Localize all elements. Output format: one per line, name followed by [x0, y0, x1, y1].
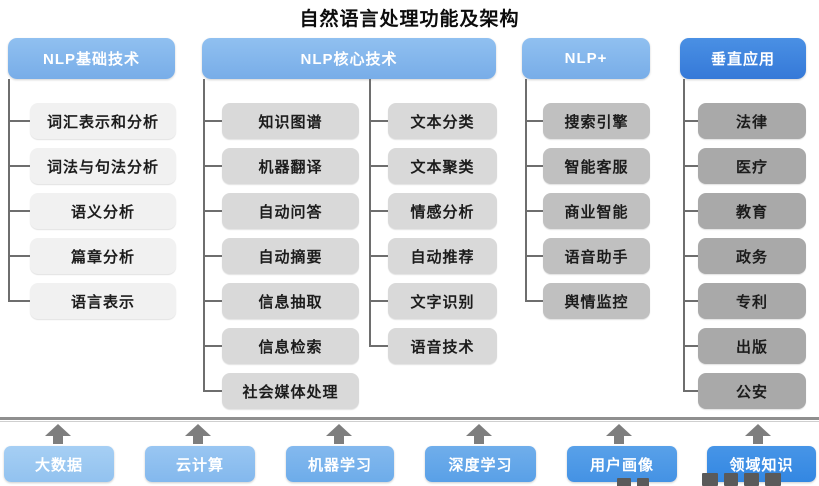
- diagram-node: 政务: [683, 238, 806, 274]
- up-arrow-icon: [744, 424, 772, 444]
- diagram-node: 文字识别: [369, 283, 497, 319]
- column-header-nlp-plus: NLP+: [522, 38, 650, 79]
- diagram-node: 信息检索: [203, 328, 359, 364]
- diagram-node: 机器翻译: [203, 148, 359, 184]
- connector-line-col4: [683, 79, 685, 391]
- diagram-node: 教育: [683, 193, 806, 229]
- column-nlp-core-left-nodes: 知识图谱机器翻译自动问答自动摘要信息抽取信息检索社会媒体处理: [203, 103, 359, 409]
- diagram-node: 搜索引擎: [525, 103, 650, 139]
- diagram-node: 医疗: [683, 148, 806, 184]
- diagram-node: 自动问答: [203, 193, 359, 229]
- diagram-node: 情感分析: [369, 193, 497, 229]
- diagram-node: 自动推荐: [369, 238, 497, 274]
- column-vertical-apps-nodes: 法律医疗教育政务专利出版公安: [683, 103, 806, 409]
- foundation-box-machine-learning: 机器学习: [286, 446, 394, 482]
- connector-line-col1: [8, 79, 10, 301]
- connector-line-col3: [525, 79, 527, 301]
- foundation-box-cloud-computing: 云计算: [145, 446, 255, 482]
- diagram-node: 语义分析: [8, 193, 176, 229]
- diagram-node: 自动摘要: [203, 238, 359, 274]
- diagram-node: 文本聚类: [369, 148, 497, 184]
- diagram-node: 信息抽取: [203, 283, 359, 319]
- diagram-node: 知识图谱: [203, 103, 359, 139]
- column-header-nlp-basic: NLP基础技术: [8, 38, 175, 79]
- layer-separator-shadow: [0, 421, 819, 422]
- foundation-box-user-profile: 用户画像: [567, 446, 677, 482]
- connector-line-col2-right: [369, 79, 371, 346]
- up-arrow-icon: [44, 424, 72, 444]
- column-header-vertical-apps: 垂直应用: [680, 38, 806, 79]
- diagram-node: 法律: [683, 103, 806, 139]
- diagram-node: 文本分类: [369, 103, 497, 139]
- layer-separator-line: [0, 417, 819, 420]
- foundation-box-deep-learning: 深度学习: [425, 446, 536, 482]
- diagram-node: 商业智能: [525, 193, 650, 229]
- diagram-node: 语言表示: [8, 283, 176, 319]
- diagram-node: 语音技术: [369, 328, 497, 364]
- diagram-node: 词汇表示和分析: [8, 103, 176, 139]
- foundation-box-big-data: 大数据: [4, 446, 114, 482]
- connector-line-col2-left: [203, 79, 205, 391]
- watermark-fragment: [702, 473, 781, 486]
- up-arrow-icon: [465, 424, 493, 444]
- diagram-node: 专利: [683, 283, 806, 319]
- watermark-fragment: [617, 478, 649, 486]
- column-header-nlp-core: NLP核心技术: [202, 38, 496, 79]
- up-arrow-icon: [325, 424, 353, 444]
- diagram-node: 公安: [683, 373, 806, 409]
- column-nlp-basic-nodes: 词汇表示和分析词法与句法分析语义分析篇章分析语言表示: [8, 103, 176, 319]
- diagram-node: 智能客服: [525, 148, 650, 184]
- diagram-title: 自然语言处理功能及架构: [299, 9, 520, 30]
- diagram-node: 词法与句法分析: [8, 148, 176, 184]
- diagram-node: 语音助手: [525, 238, 650, 274]
- diagram-node: 社会媒体处理: [203, 373, 359, 409]
- column-nlp-plus-nodes: 搜索引擎智能客服商业智能语音助手舆情监控: [525, 103, 650, 319]
- diagram-node: 出版: [683, 328, 806, 364]
- diagram-node: 篇章分析: [8, 238, 176, 274]
- column-nlp-core-right-nodes: 文本分类文本聚类情感分析自动推荐文字识别语音技术: [369, 103, 497, 364]
- diagram-node: 舆情监控: [525, 283, 650, 319]
- up-arrow-icon: [605, 424, 633, 444]
- up-arrow-icon: [184, 424, 212, 444]
